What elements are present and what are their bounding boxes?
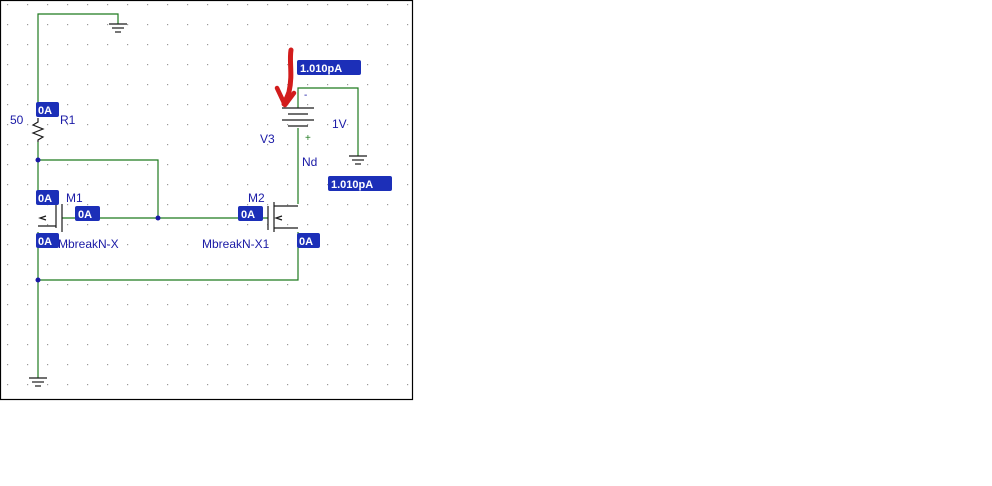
current-tag-m1-drain[interactable]: 0A (36, 190, 59, 205)
svg-text:0A: 0A (38, 236, 52, 248)
v3-value: 1V (332, 117, 347, 131)
current-tag-m1-gate[interactable]: 0A (75, 206, 100, 221)
resistor-icon (31, 118, 45, 142)
m2-model: MbreakN-X1 (202, 237, 270, 251)
wire-source-bus (38, 232, 299, 281)
ground-bottom[interactable] (29, 377, 47, 387)
m2-arrow-icon (274, 215, 283, 221)
ground-top[interactable] (109, 23, 127, 33)
junction-gate (155, 215, 161, 221)
junction-drain (35, 157, 41, 163)
voltage-source-v3[interactable]: - + V3 1V (260, 90, 347, 146)
v3-minus: - (304, 90, 307, 101)
red-arrow-annotation (274, 47, 297, 108)
current-tag-m1-source[interactable]: 0A (36, 233, 59, 248)
r1-value: 50 (10, 113, 24, 127)
svg-text:0A: 0A (38, 193, 52, 205)
r1-ref: R1 (60, 113, 76, 127)
current-tag-v3-ground[interactable]: 1.010pA (328, 176, 392, 191)
resistor-r1[interactable]: 50 R1 (10, 113, 76, 142)
svg-text:1.010pA: 1.010pA (331, 179, 373, 191)
mosfet-m2[interactable]: M2 MbreakN-X1 (202, 191, 298, 251)
mosfet-m1[interactable]: M1 MbreakN-X (38, 191, 119, 251)
junction-source (35, 277, 41, 283)
svg-text:0A: 0A (299, 236, 313, 248)
svg-text:1.010pA: 1.010pA (300, 63, 342, 75)
current-tag-m2-gate[interactable]: 0A (238, 206, 263, 221)
svg-text:0A: 0A (38, 105, 52, 117)
current-tag-r1[interactable]: 0A (36, 102, 59, 117)
svg-text:0A: 0A (78, 209, 92, 221)
ground-v3[interactable] (349, 155, 367, 165)
wire-drain-gate-tie (38, 159, 159, 218)
m1-model: MbreakN-X (58, 237, 119, 251)
m1-ref: M1 (66, 191, 83, 205)
current-tag-m2-source[interactable]: 0A (297, 233, 320, 248)
wire-top (37, 13, 119, 112)
canvas-border (0, 0, 414, 401)
wire-v3-gnd (297, 87, 359, 156)
v3-ref: V3 (260, 132, 275, 146)
net-label-nd: Nd (302, 155, 317, 169)
v3-plus: + (305, 133, 311, 144)
m2-ref: M2 (248, 191, 265, 205)
svg-text:0A: 0A (241, 209, 255, 221)
current-tag-v3[interactable]: 1.010pA (297, 60, 361, 75)
m1-arrow-icon (38, 215, 47, 221)
